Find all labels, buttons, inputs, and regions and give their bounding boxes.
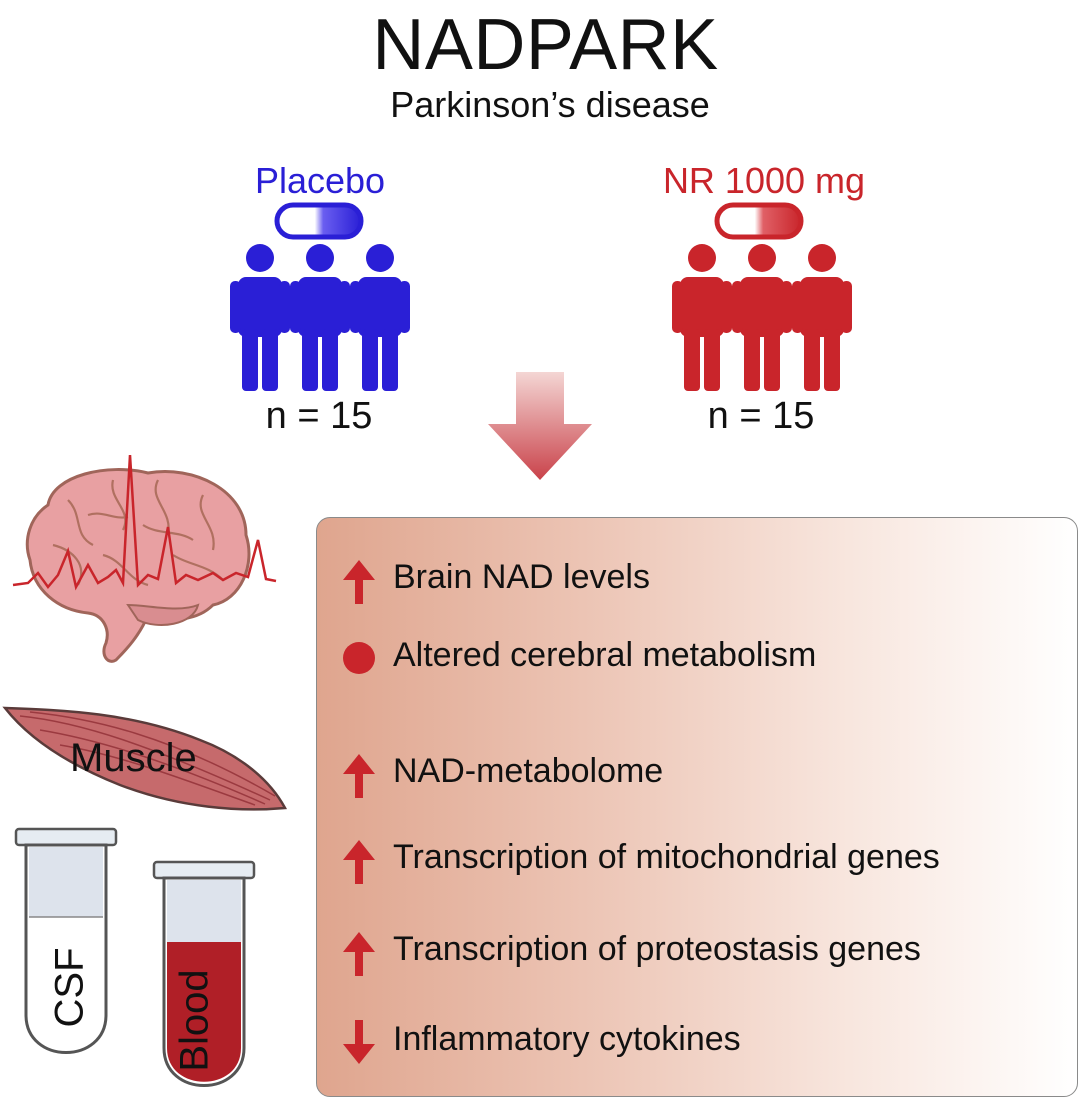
brain-spectrum-icon bbox=[12, 455, 277, 663]
outcome-row: Transcription of mitochondrial genes bbox=[317, 832, 1077, 892]
outcome-row: NAD-metabolome bbox=[317, 746, 1077, 806]
outcome-text: Transcription of mitochondrial genes bbox=[393, 838, 940, 876]
outcome-row: Altered cerebral metabolism bbox=[317, 630, 1077, 690]
blood-label: Blood bbox=[172, 969, 217, 1072]
csf-tube-icon bbox=[14, 827, 118, 1054]
arrow-down-icon bbox=[343, 1020, 375, 1064]
outcome-row: Transcription of proteostasis genes bbox=[317, 924, 1077, 984]
page-title: NADPARK bbox=[372, 5, 719, 85]
arrow-up-icon bbox=[343, 932, 375, 976]
blood-tube-icon bbox=[152, 860, 256, 1087]
outcome-text: Altered cerebral metabolism bbox=[393, 636, 817, 674]
page-subtitle: Parkinson’s disease bbox=[390, 84, 710, 125]
csf-label: CSF bbox=[47, 947, 92, 1028]
outcome-text: Transcription of proteostasis genes bbox=[393, 930, 921, 968]
muscle-icon bbox=[2, 706, 287, 811]
nr-n-label: n = 15 bbox=[707, 395, 815, 437]
placebo-n-label: n = 15 bbox=[265, 395, 373, 437]
outcome-row: Inflammatory cytokines bbox=[317, 1014, 1077, 1074]
arrow-up-icon bbox=[343, 840, 375, 884]
nr-group-label: NR 1000 mg bbox=[662, 160, 866, 201]
outcome-row: Brain NAD levels bbox=[317, 552, 1077, 612]
outcome-text: NAD-metabolome bbox=[393, 752, 664, 790]
big-down-arrow-icon bbox=[488, 372, 592, 480]
outcomes-panel: Brain NAD levels Altered cerebral metabo… bbox=[316, 517, 1078, 1097]
placebo-capsule-icon bbox=[274, 202, 364, 240]
arrow-up-icon bbox=[343, 560, 375, 604]
nr-people-icon bbox=[672, 244, 852, 391]
muscle-label: Muscle bbox=[70, 736, 197, 780]
dot-icon bbox=[343, 642, 375, 674]
placebo-group-label: Placebo bbox=[254, 160, 386, 201]
outcome-text: Inflammatory cytokines bbox=[393, 1020, 741, 1058]
placebo-people-icon bbox=[230, 244, 410, 391]
outcome-text: Brain NAD levels bbox=[393, 558, 650, 596]
arrow-up-icon bbox=[343, 754, 375, 798]
nr-capsule-icon bbox=[714, 202, 804, 240]
